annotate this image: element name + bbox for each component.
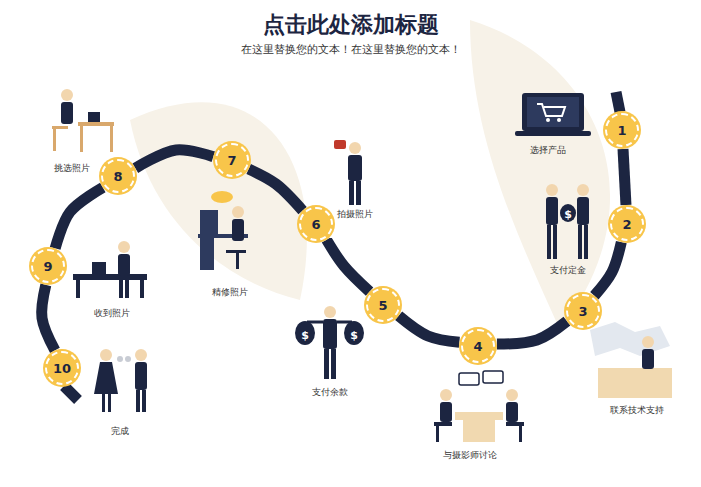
step-label: 完成 [111,425,129,438]
step-circle: 10 [45,351,79,385]
road-segment [497,321,567,344]
step-number: 3 [578,305,587,318]
step-circle: 4 [461,329,495,363]
title: 点击此处添加标题 [0,10,701,40]
step-number: 5 [378,299,387,312]
step-circle: 2 [610,207,644,241]
step-label: 收到照片 [94,307,130,320]
road-segment [623,149,626,205]
money-sign: $ [350,329,358,342]
road-segment [42,285,55,350]
step-number: 10 [53,362,71,375]
road-segment [399,316,460,342]
step-number: 1 [617,124,626,137]
money-sign: $ [301,329,309,342]
step-circle: 6 [299,207,333,241]
road-segment [327,240,370,292]
step-label: 支付定金 [550,264,586,277]
step-circle: 8 [101,159,135,193]
money-sign: $ [564,208,572,221]
step-circle: 5 [366,288,400,322]
step-number: 8 [113,170,122,183]
subtitle: 在这里替换您的文本！在这里替换您的文本！ [0,42,701,57]
step-label: 拍摄照片 [337,208,373,221]
step-circle: 1 [605,113,639,147]
step-circle: 7 [215,143,249,177]
step-label: 联系技术支持 [610,404,664,417]
step-label: 精修照片 [212,286,248,299]
road-segment [55,187,103,248]
step-label: 支付余款 [312,386,348,399]
step-number: 2 [622,218,631,231]
step-number: 4 [473,340,482,353]
road-segment [249,169,303,210]
road-segment [135,150,213,168]
step-number: 7 [227,154,236,167]
step-label: 与摄影师讨论 [443,449,497,462]
step-label: 选择产品 [530,144,566,157]
step-circle: 3 [566,294,600,328]
step-circle: 9 [31,249,65,283]
step-label: 挑选照片 [54,162,90,175]
step-number: 9 [43,260,52,273]
road-segment [594,242,621,296]
step-number: 6 [311,218,320,231]
